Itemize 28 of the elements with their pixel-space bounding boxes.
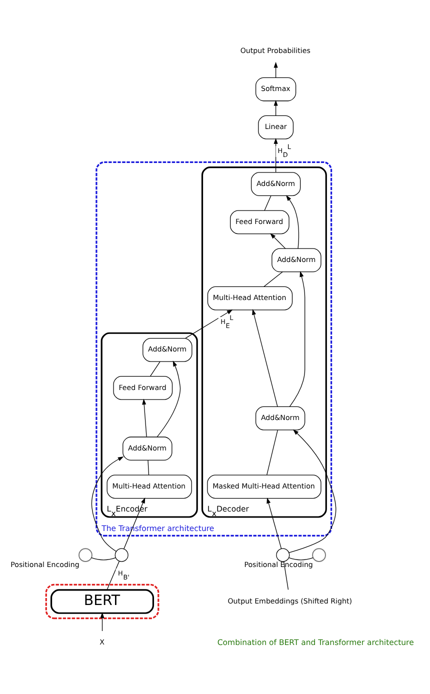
arrow	[142, 398, 147, 438]
connector	[288, 557, 314, 560]
node-box: BERT	[50, 589, 154, 614]
connector	[264, 272, 283, 287]
arrow	[274, 100, 278, 116]
connector	[148, 460, 150, 476]
arrow	[289, 271, 306, 407]
arrow	[185, 309, 233, 339]
arrow	[100, 612, 104, 632]
node-circle	[276, 548, 290, 562]
connector	[264, 195, 272, 211]
arrow	[91, 456, 124, 552]
arrow	[270, 233, 286, 249]
arrow	[274, 138, 278, 173]
arrow	[156, 360, 181, 438]
arrow	[252, 309, 278, 407]
arrow	[286, 195, 300, 249]
arrow	[288, 429, 336, 554]
node-circle	[312, 548, 326, 562]
connector	[150, 361, 160, 377]
node-circle	[78, 548, 92, 562]
arrow	[274, 62, 278, 78]
connector	[266, 430, 278, 476]
node-circle	[114, 548, 128, 562]
connector	[284, 561, 289, 590]
arrow	[266, 498, 282, 550]
connector	[106, 560, 120, 590]
connector	[91, 557, 116, 560]
